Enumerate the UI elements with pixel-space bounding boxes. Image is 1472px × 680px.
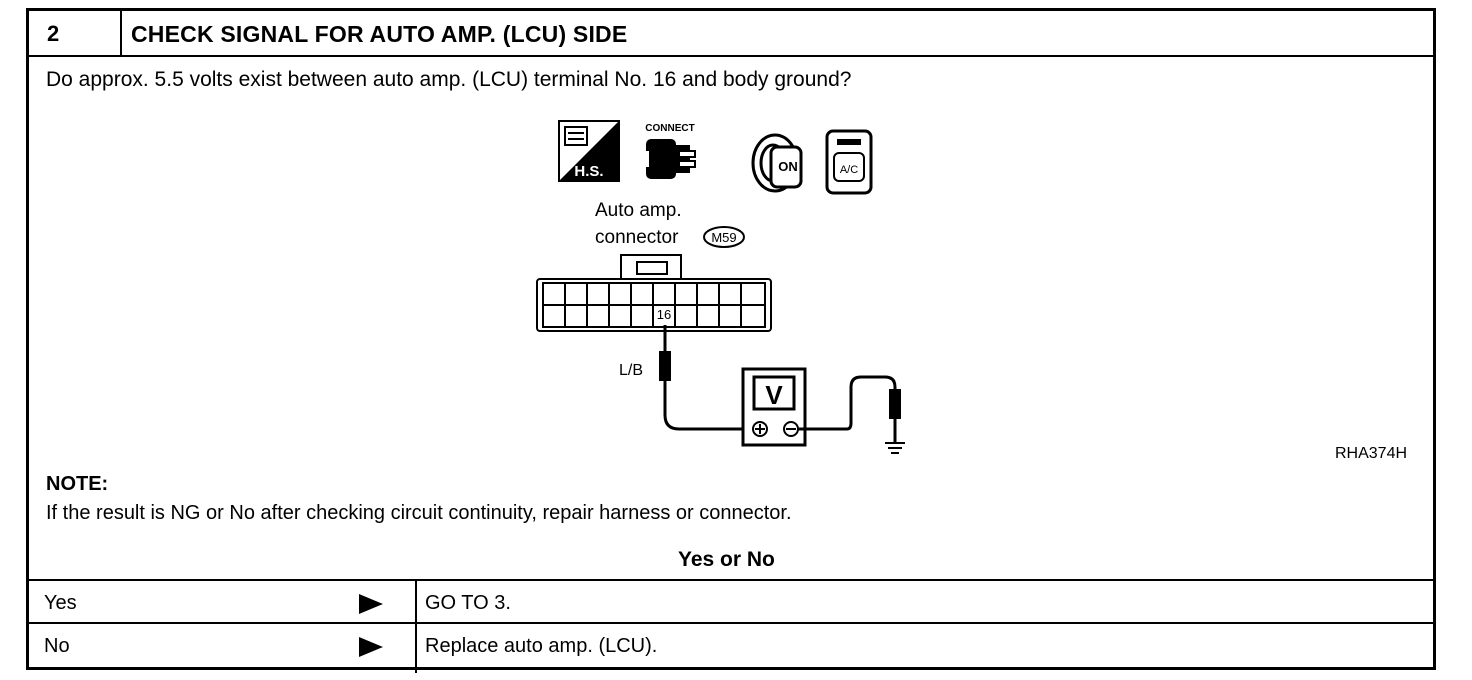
on-icon-label: ON (778, 159, 798, 174)
procedure-table: 2 CHECK SIGNAL FOR AUTO AMP. (LCU) SIDE … (26, 8, 1436, 673)
connect-icon: CONNECT (641, 123, 696, 179)
terminal-number: 16 (657, 307, 671, 322)
results-top-rule (29, 579, 1433, 581)
result-action-no: Replace auto amp. (LCU). (425, 635, 658, 657)
connector-id-badge (703, 226, 745, 248)
ignition-key-on-icon: ON (751, 133, 803, 193)
note-text: If the result is NG or No after checking… (46, 502, 792, 524)
connector-voltage-diagram: H.S. CONNECT ON A/C Auto amp. connector (536, 120, 905, 454)
connector-label-line2: connector (595, 227, 679, 248)
wire-color: L/B (619, 362, 643, 379)
decision-label: Yes or No (678, 548, 775, 571)
ground-wire (798, 375, 905, 454)
connect-icon-label: CONNECT (645, 123, 694, 134)
note-heading: NOTE: (46, 473, 109, 495)
header-divider (120, 11, 122, 55)
check-question: Do approx. 5.5 volts exist between auto … (46, 68, 852, 91)
hs-icon-label: H.S. (574, 163, 603, 180)
voltmeter: V (741, 367, 807, 447)
meter-symbol: V (765, 380, 783, 410)
step-title: CHECK SIGNAL FOR AUTO AMP. (LCU) SIDE (131, 21, 628, 47)
ac-icon-label: A/C (840, 164, 858, 176)
results-divider (415, 579, 417, 673)
wrench-hs-icon: H.S. (558, 120, 620, 182)
connector-id: M59 (711, 230, 736, 245)
ac-switch-icon: A/C (825, 129, 873, 195)
header-rule (29, 55, 1433, 57)
result-action-yes: GO TO 3. (425, 592, 511, 614)
results-mid-rule (29, 622, 1433, 624)
arrow-right-icon (359, 594, 383, 614)
result-answer-no: No (44, 635, 70, 657)
probe-wire: L/B (619, 325, 747, 431)
connector-label-line1: Auto amp. (595, 200, 682, 221)
auto-amp-connector: 16 (536, 254, 772, 332)
result-answer-yes: Yes (44, 592, 77, 614)
step-number: 2 (47, 21, 60, 46)
figure-code: RHA374H (1335, 445, 1408, 462)
arrow-right-icon (359, 637, 383, 657)
